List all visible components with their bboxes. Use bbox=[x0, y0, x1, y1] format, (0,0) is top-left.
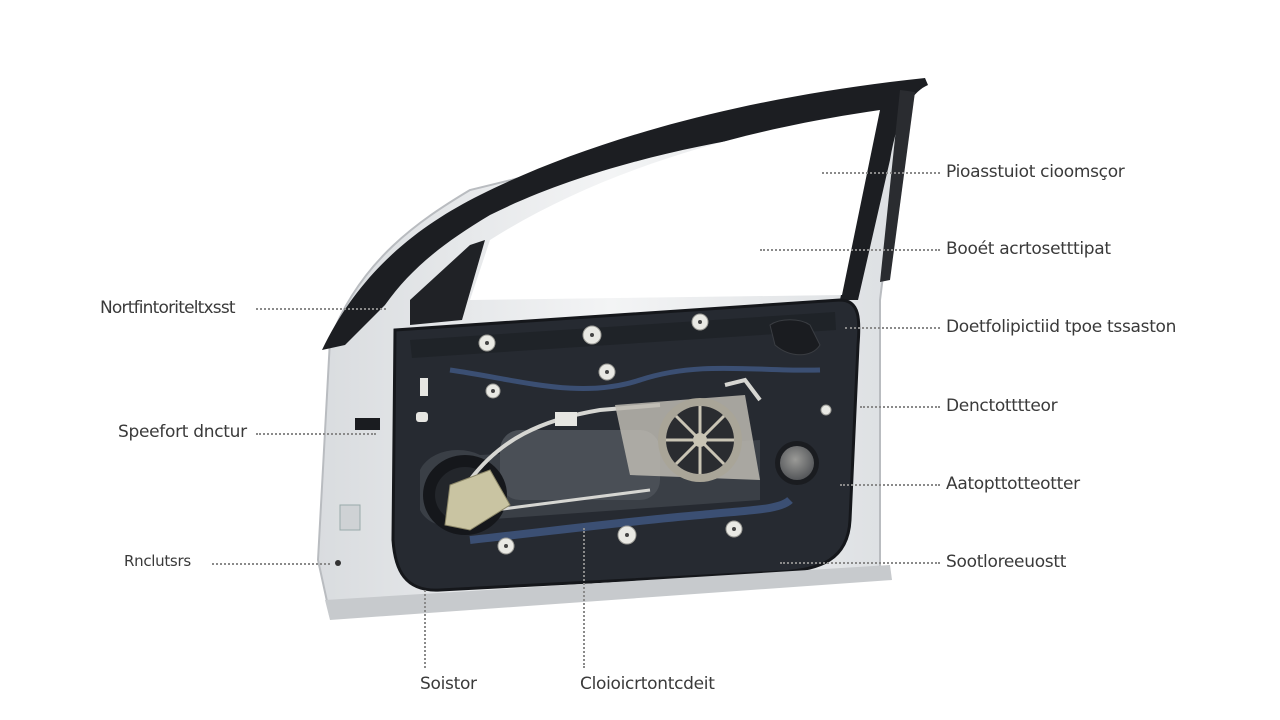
label-left-2: Speefort dnctur bbox=[118, 422, 247, 442]
leader-line-left-2 bbox=[256, 433, 376, 435]
label-bottom-1: Soistor bbox=[420, 674, 477, 694]
leader-line-right-5 bbox=[840, 484, 940, 486]
leader-line-right-3 bbox=[845, 327, 940, 329]
leader-line-right-6 bbox=[780, 562, 940, 564]
door-handle bbox=[769, 319, 821, 356]
label-right-3: Doetfolipictiid tpoe tssaston bbox=[946, 317, 1177, 337]
regulator-motor bbox=[444, 469, 511, 531]
leader-line-bottom-2 bbox=[583, 528, 585, 668]
label-right-1: Pioasstuiot cioomsçor bbox=[946, 162, 1125, 182]
window-opening bbox=[470, 110, 880, 300]
leader-line-right-4 bbox=[860, 406, 940, 408]
label-right-5: Aatopttotteotter bbox=[946, 474, 1080, 494]
leader-line-left-3 bbox=[212, 563, 330, 565]
label-right-2: Booét acrtosetttipat bbox=[946, 239, 1111, 259]
label-left-1: Nortfintoriteltxsst bbox=[100, 298, 236, 318]
label-right-6: Sootloreeuostt bbox=[946, 552, 1067, 572]
label-left-3: Rnclutsrs bbox=[124, 552, 191, 570]
window-frame bbox=[322, 78, 928, 350]
mirror-sail bbox=[410, 240, 485, 325]
leader-line-right-1 bbox=[822, 172, 940, 174]
b-pillar-seal bbox=[880, 90, 915, 282]
leader-line-bottom-1 bbox=[424, 590, 426, 668]
leader-line-left-1 bbox=[256, 308, 386, 310]
label-bottom-2: Cloioicrtontcdeit bbox=[580, 674, 715, 694]
label-right-4: Denctotttteor bbox=[946, 396, 1058, 416]
leader-line-right-2 bbox=[760, 249, 940, 251]
